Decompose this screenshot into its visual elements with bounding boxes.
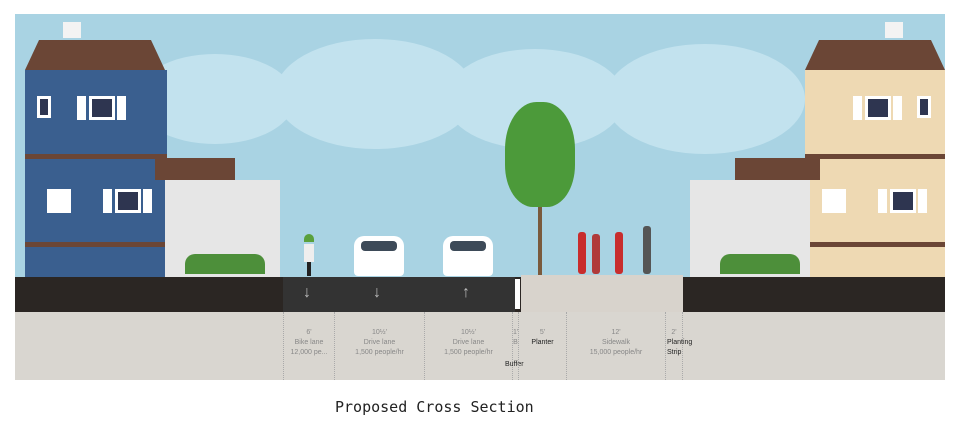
pedestrian [578,232,586,274]
segment-label-buffer: Buffer [505,361,524,368]
cyclist [302,234,316,276]
segment-capacity: 12,000 pe... [290,349,328,356]
segment-name: Bike lane [294,339,324,346]
car [443,236,493,276]
segment-planter[interactable]: 5' Planter [518,312,566,380]
segment-planting-strip[interactable]: 2' Planting Strip [665,312,692,380]
segment-name: Planting Strip [667,339,693,356]
segment-width: 1' [513,329,519,336]
segment-drive-lane[interactable]: 10½' Drive lane 1,500 people/hr [424,312,512,380]
segment-bike-lane[interactable]: 6' Bike lane 12,000 pe... [283,312,334,380]
right-house [680,14,945,277]
pedestrian [643,226,651,274]
segment-width: 6' [306,329,312,336]
street-cross-section: ↓ ↓ ↑ 6' Bike lane 12,000 pe... 10½' Dri… [15,14,945,380]
segment-name: Drive lane [452,339,485,346]
segment-name: Sidewalk [601,339,630,346]
arrow-down-icon: ↓ [373,284,381,301]
segment-name: Planter [531,339,554,346]
car [354,236,404,276]
segment-label-band [15,312,945,380]
segment-name: B [513,339,518,346]
buffer-marker [515,279,520,309]
segment-drive-lane[interactable]: 10½' Drive lane 1,500 people/hr [334,312,424,380]
arrow-up-icon: ↑ [462,284,470,301]
pedestrian [615,232,623,274]
segment-width: 10½' [372,329,387,336]
segment-buffer[interactable]: 1' B Buffer [505,312,524,380]
pedestrian [592,234,600,274]
left-house [25,14,285,277]
segment-width: 2' [671,329,677,336]
roadway [283,277,515,312]
tree [505,102,575,277]
figure-caption: Proposed Cross Section [335,398,534,416]
segment-width: 5' [539,329,546,336]
segment-capacity: 1,500 people/hr [355,349,404,356]
segment-name: Drive lane [363,339,396,346]
arrow-down-icon: ↓ [303,284,311,301]
segment-width: 10½' [461,329,476,336]
segment-sidewalk[interactable]: 12' Sidewalk 15,000 people/hr [566,312,665,380]
segment-width: 12' [611,329,621,336]
segment-capacity: 15,000 people/hr [589,349,643,356]
sidewalk-surface [521,275,683,312]
segment-capacity: 1,500 people/hr [444,349,493,356]
